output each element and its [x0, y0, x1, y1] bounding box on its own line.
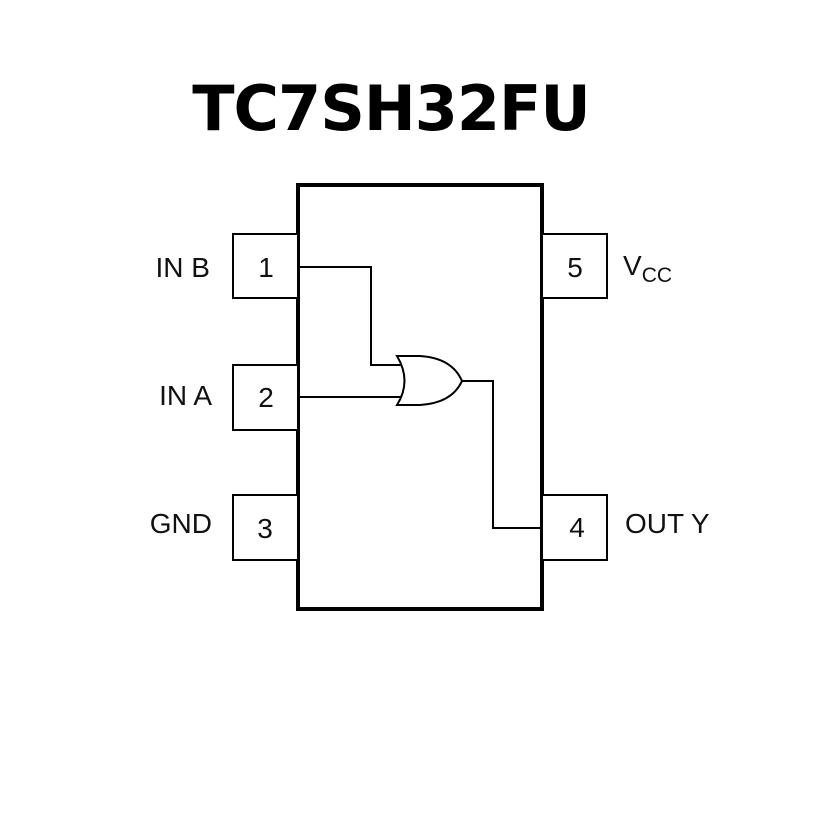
- part-number-title: TC7SH32FU: [192, 72, 590, 145]
- pin-1-label: IN B: [156, 252, 210, 283]
- pin-5: 5 VCC: [541, 233, 672, 299]
- wire-out-y: [462, 380, 540, 529]
- pin-5-label-sub: CC: [642, 264, 672, 287]
- pin-3-label: GND: [150, 508, 212, 539]
- pin-2-box: [232, 364, 299, 431]
- pin-4-box: [541, 494, 608, 561]
- pin-3: 3 GND: [150, 494, 299, 561]
- pin-1-box: [232, 233, 299, 299]
- pin-5-label: VCC: [623, 250, 672, 287]
- pin-3-number: 3: [257, 513, 273, 544]
- pin-2-number: 2: [258, 382, 274, 413]
- pin-2: 2 IN A: [159, 364, 299, 431]
- or-gate-symbol: [395, 355, 464, 406]
- pin-5-number: 5: [567, 252, 583, 283]
- pin-1: 1 IN B: [156, 233, 299, 299]
- wire-in-b: [300, 266, 403, 366]
- pin-3-box: [232, 494, 299, 561]
- pin-5-box: [541, 233, 608, 299]
- pin-4-number: 4: [569, 512, 585, 543]
- pin-5-label-main: V: [623, 250, 642, 281]
- pin-2-label: IN A: [159, 380, 212, 411]
- pin-4-label: OUT Y: [625, 508, 710, 539]
- pin-1-number: 1: [258, 252, 274, 283]
- pin-4: 4 OUT Y: [541, 494, 710, 561]
